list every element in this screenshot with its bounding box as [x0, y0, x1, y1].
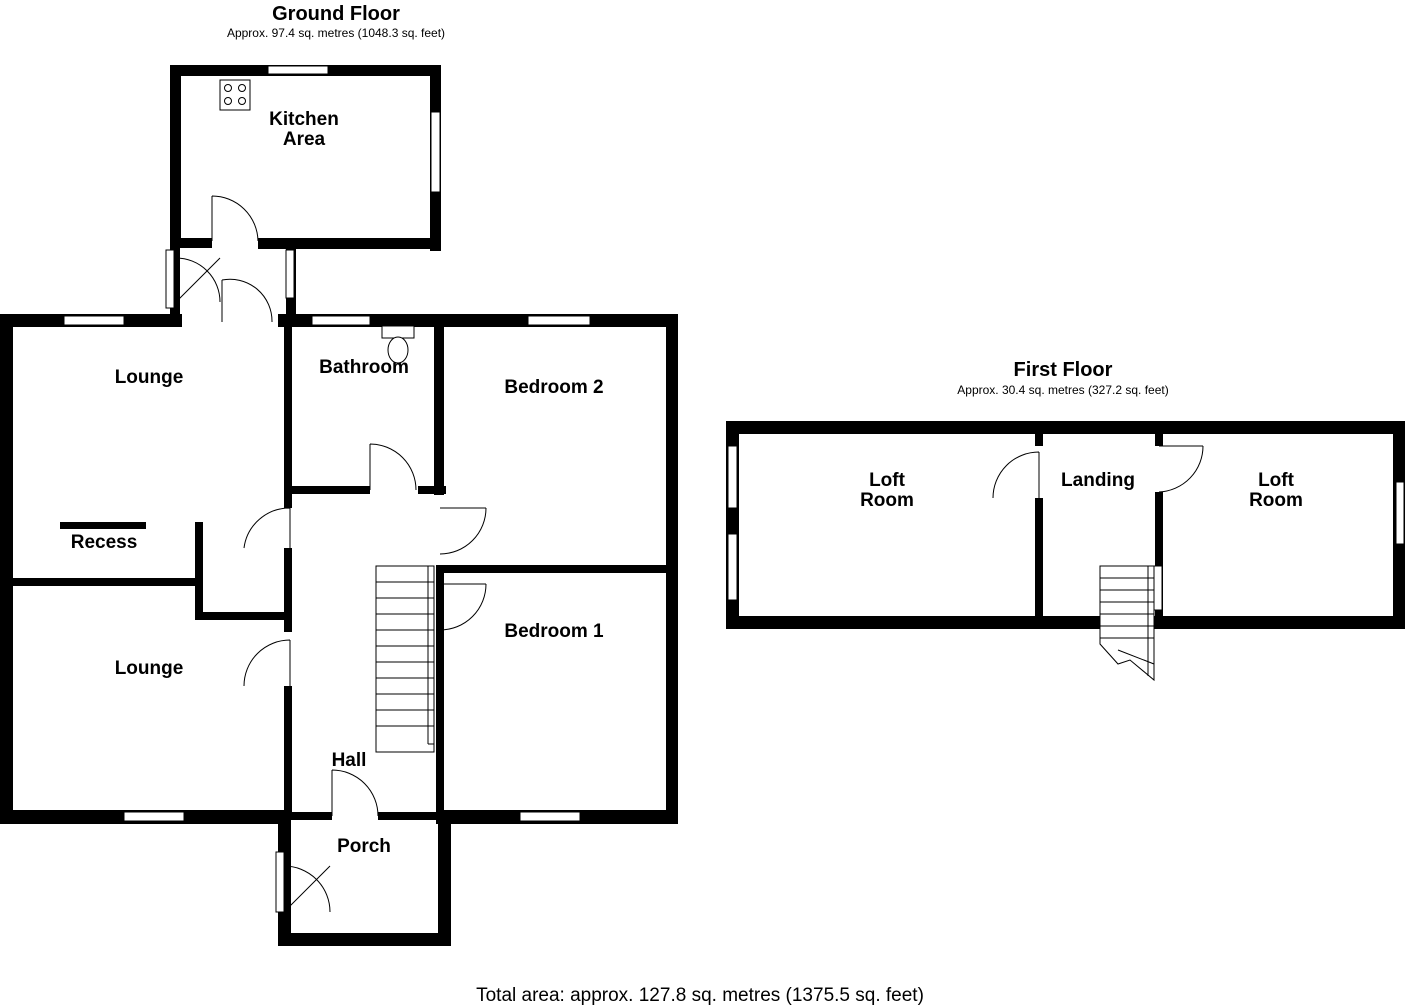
loft-left-label-line2: Room [860, 490, 914, 511]
first-floor-area: Approx. 30.4 sq. metres (327.2 sq. feet) [957, 383, 1168, 397]
loft-right-label-line1: Loft [1258, 470, 1295, 491]
bedroom1-label: Bedroom 1 [504, 621, 604, 642]
first-floor-walls [726, 421, 1405, 629]
bathroom-label: Bathroom [319, 357, 409, 378]
ground-floor-area: Approx. 97.4 sq. metres (1048.3 sq. feet… [227, 26, 445, 40]
lounge-lower-label: Lounge [115, 658, 184, 679]
bedroom2-label: Bedroom 2 [504, 377, 603, 398]
hob-icon [219, 79, 251, 111]
first-floor-doors [992, 445, 1204, 499]
first-floor-windows [727, 445, 1405, 611]
ground-windows [63, 65, 591, 913]
toilet-icon [381, 325, 415, 364]
kitchen-walls [170, 65, 441, 251]
loft-left-label-line1: Loft [869, 470, 906, 491]
landing-label: Landing [1061, 470, 1135, 491]
first-floor: First Floor Approx. 30.4 sq. metres (327… [726, 359, 1405, 682]
rear-lobby-walls [170, 238, 296, 318]
kitchen-label-line2: Area [283, 129, 326, 150]
lounge-upper-label: Lounge [115, 367, 184, 388]
first-floor-staircase [1099, 565, 1155, 682]
hall-label: Hall [332, 750, 367, 771]
kitchen-label-line1: Kitchen [269, 109, 339, 130]
ground-doors [175, 195, 487, 913]
porch-walls [278, 812, 451, 946]
internal-walls [13, 320, 672, 820]
porch-label: Porch [337, 836, 391, 857]
recess-label: Recess [71, 532, 138, 553]
ground-staircase [375, 565, 435, 753]
recess-bar [60, 522, 146, 529]
ground-floor-title: Ground Floor [272, 3, 400, 25]
first-floor-title: First Floor [1014, 359, 1113, 381]
ground-floor: Ground Floor Approx. 97.4 sq. metres (10… [0, 3, 678, 946]
total-area: Total area: approx. 127.8 sq. metres (13… [476, 985, 924, 1006]
loft-right-label-line2: Room [1249, 490, 1303, 511]
